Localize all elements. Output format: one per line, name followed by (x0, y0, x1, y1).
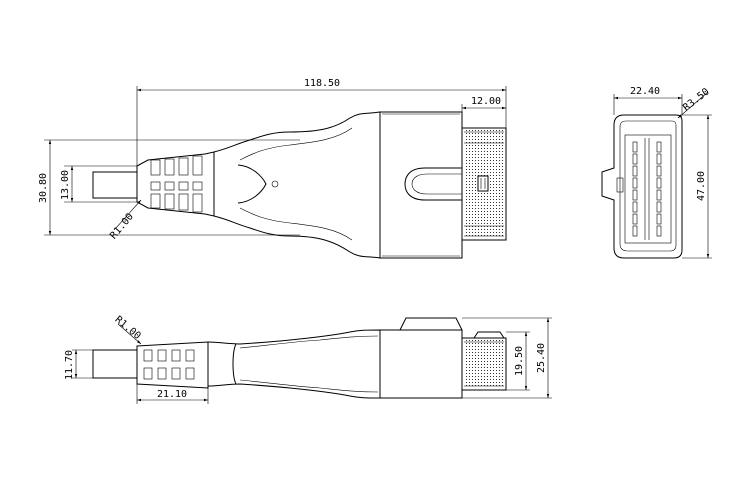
dim-radius-bottom: R1.00 (113, 314, 143, 342)
dim-front-height: 47.00 (696, 171, 707, 201)
dim-front-width: 22.40 (630, 86, 660, 97)
front-pins (632, 141, 662, 237)
side-cable (92, 349, 138, 379)
side-overmold (207, 329, 381, 399)
top-strain-relief (136, 151, 215, 217)
dim-radius-top: R1.00 (108, 211, 136, 241)
front-pin-area (624, 134, 672, 244)
dim-side-height: 30.80 (38, 173, 49, 203)
dim-strain-relief-length: 21.10 (157, 389, 187, 400)
top-overmold-notch (237, 164, 267, 204)
side-overmold-cap (232, 343, 237, 385)
front-view (601, 114, 683, 259)
dim-cable-thickness: 11.70 (64, 350, 75, 380)
top-mark-dot (271, 180, 279, 188)
top-latch (404, 167, 462, 201)
side-housing (379, 329, 463, 399)
side-boot-ribs (143, 349, 195, 380)
side-view (92, 317, 507, 399)
dim-cable-height: 13.00 (60, 170, 71, 200)
top-cable (92, 171, 138, 199)
side-strain-relief (136, 341, 209, 389)
side-latch (399, 317, 463, 331)
top-boot-ribs (150, 155, 203, 213)
top-view (92, 111, 507, 259)
dim-plug-depth: 12.00 (471, 96, 501, 107)
front-housing (601, 114, 683, 259)
dim-front-radius: R3.50 (681, 86, 711, 113)
top-overmold (213, 111, 381, 259)
dim-body-thickness: 25.40 (536, 343, 547, 373)
top-view-dimensions: 118.50 12.00 30.80 13.00 R1.00 (38, 78, 507, 241)
dim-overall-length: 118.50 (304, 78, 340, 89)
side-plug (464, 340, 504, 388)
top-plug-key (477, 175, 489, 192)
front-view-dimensions: 22.40 R3.50 47.00 (613, 86, 712, 259)
top-housing (379, 111, 463, 259)
dim-plug-thickness: 19.50 (514, 346, 525, 376)
